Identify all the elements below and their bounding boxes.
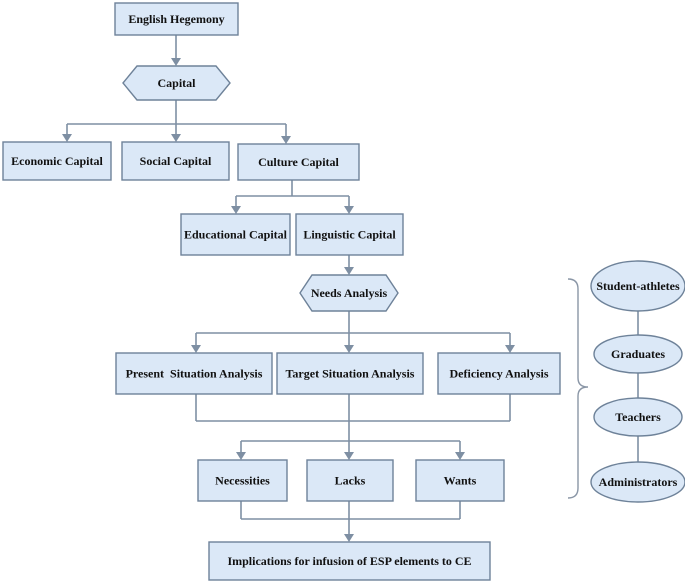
social-capital-label: Social Capital xyxy=(140,154,212,168)
deficiency-analysis-label: Deficiency Analysis xyxy=(450,367,549,381)
present-situation-analysis-label: Present Situation Analysis xyxy=(126,367,263,381)
stakeholder-graduates: Graduates xyxy=(593,334,683,374)
target-situation-analysis-label: Target Situation Analysis xyxy=(286,367,415,381)
implications-node: Implications for infusion of ESP element… xyxy=(208,541,491,581)
linguistic-capital-label: Linguistic Capital xyxy=(303,228,396,242)
stakeholder-student-athletes: Student-athletes xyxy=(590,260,685,312)
english-hegemony-label: English Hegemony xyxy=(128,12,224,26)
culture-capital-label: Culture Capital xyxy=(258,155,339,169)
wants-label: Wants xyxy=(444,474,477,488)
capital-label: Capital xyxy=(157,76,196,90)
stakeholder-label: Student-athletes xyxy=(596,279,680,293)
necessities-node: Necessities xyxy=(197,459,288,502)
stakeholder-label: Administrators xyxy=(599,475,678,489)
target-situation-analysis-node: Target Situation Analysis xyxy=(276,352,424,395)
lacks-label: Lacks xyxy=(335,474,366,488)
wants-node: Wants xyxy=(415,459,505,502)
stakeholder-administrators: Administrators xyxy=(590,461,685,503)
stakeholder-brace xyxy=(567,278,589,499)
stakeholder-label: Graduates xyxy=(611,347,665,361)
stakeholder-label: Teachers xyxy=(615,410,661,424)
capital-node: Capital xyxy=(122,65,231,101)
deficiency-analysis-node: Deficiency Analysis xyxy=(437,352,561,395)
stakeholder-teachers: Teachers xyxy=(593,397,683,437)
english-hegemony-node: English Hegemony xyxy=(114,2,239,36)
connectors xyxy=(62,35,639,542)
lacks-node: Lacks xyxy=(306,459,394,502)
implications-label: Implications for infusion of ESP element… xyxy=(227,554,471,568)
necessities-label: Necessities xyxy=(215,474,270,488)
needs-analysis-node: Needs Analysis xyxy=(299,274,399,312)
economic-capital-node: Economic Capital xyxy=(2,141,112,181)
economic-capital-label: Economic Capital xyxy=(11,154,103,168)
present-situation-analysis-node: Present Situation Analysis xyxy=(115,352,273,395)
educational-capital-node: Educational Capital xyxy=(180,213,291,256)
needs-analysis-label: Needs Analysis xyxy=(311,286,388,300)
culture-capital-node: Culture Capital xyxy=(237,143,360,181)
educational-capital-label: Educational Capital xyxy=(184,228,288,242)
social-capital-node: Social Capital xyxy=(121,141,230,181)
linguistic-capital-node: Linguistic Capital xyxy=(295,213,404,256)
